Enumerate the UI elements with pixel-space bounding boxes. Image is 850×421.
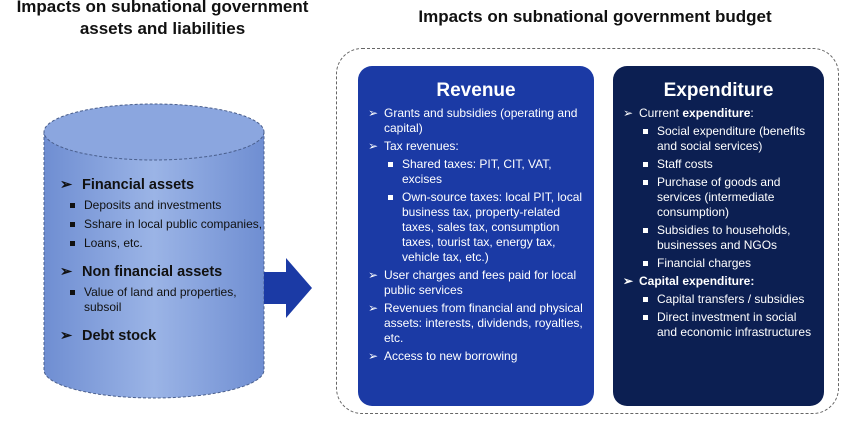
- arrow-bullet-icon: ➢: [368, 106, 379, 120]
- capital-expenditure-item: Direct investment in social and economic…: [613, 310, 824, 340]
- current-expenditure-item: Subsidies to households, businesses and …: [613, 223, 824, 253]
- budget-frame: [336, 48, 839, 414]
- current-expenditure-item: Social expenditure (benefits and social …: [613, 124, 824, 154]
- assets-list: ➢Financial assets Deposits and investmen…: [60, 174, 270, 345]
- non-financial-asset-item: Value of land and properties, subsoil: [60, 285, 270, 315]
- arrow-bullet-icon: ➢: [368, 349, 379, 363]
- arrow-bullet-icon: ➢: [623, 274, 634, 288]
- arrow-bullet-icon: ➢: [60, 328, 73, 344]
- revenue-title: Revenue: [436, 80, 516, 101]
- financial-asset-item: Deposits and investments: [60, 198, 270, 213]
- left-title-text: Impacts on subnational government assets…: [16, 0, 309, 38]
- revenue-item: ➢Access to new borrowing: [368, 349, 518, 363]
- revenue-list: ➢Grants and subsidies (operating and cap…: [358, 106, 594, 367]
- cylinder-body: [43, 131, 265, 399]
- tax-subitem: Shared taxes: PIT, CIT, VAT, excises: [358, 157, 594, 187]
- revenue-item: ➢User charges and fees paid for local pu…: [368, 268, 577, 297]
- debt-stock-heading: ➢Debt stock: [60, 328, 157, 344]
- budget-title: Impacts on subnational government budget: [340, 6, 850, 28]
- assets-cylinder: [43, 103, 265, 399]
- assets-liabilities-title: Impacts on subnational government assets…: [0, 0, 335, 40]
- arrow-bullet-icon: ➢: [60, 264, 73, 280]
- revenue-panel: Revenue ➢Grants and subsidies (operating…: [358, 66, 594, 406]
- revenue-item: ➢Grants and subsidies (operating and cap…: [368, 106, 578, 135]
- arrow-bullet-icon: ➢: [368, 139, 379, 153]
- tax-subitem: Own-source taxes: local PIT, local busin…: [358, 190, 594, 265]
- right-arrow-icon: [264, 258, 312, 318]
- expenditure-title: Expenditure: [663, 80, 774, 101]
- financial-asset-item: Loans, etc.: [60, 236, 270, 251]
- revenue-item: ➢Tax revenues:: [368, 139, 459, 153]
- arrow-bullet-icon: ➢: [623, 106, 634, 120]
- arrow-bullet-icon: ➢: [368, 268, 379, 282]
- arrow-bullet-icon: ➢: [368, 301, 379, 315]
- expenditure-list: ➢Current expenditure: Social expenditure…: [613, 106, 824, 343]
- expenditure-panel: Expenditure ➢Current expenditure: Social…: [613, 66, 824, 406]
- current-expenditure-heading: ➢Current expenditure:: [623, 106, 754, 120]
- cylinder-top: [43, 103, 265, 161]
- current-expenditure-item: Purchase of goods and services (intermed…: [613, 175, 824, 220]
- arrow-bullet-icon: ➢: [60, 177, 73, 193]
- capital-expenditure-heading: ➢Capital expenditure:: [623, 274, 755, 288]
- non-financial-assets-heading: ➢Non financial assets: [60, 264, 223, 280]
- current-expenditure-item: Financial charges: [613, 256, 824, 271]
- right-title-text: Impacts on subnational government budget: [418, 7, 772, 26]
- capital-expenditure-item: Capital transfers / subsidies: [613, 292, 824, 307]
- current-expenditure-item: Staff costs: [613, 157, 824, 172]
- revenue-item: ➢Revenues from financial and physical as…: [368, 301, 583, 345]
- financial-asset-item: Sshare in local public companies,: [60, 217, 270, 232]
- financial-assets-heading: ➢Financial assets: [60, 177, 195, 193]
